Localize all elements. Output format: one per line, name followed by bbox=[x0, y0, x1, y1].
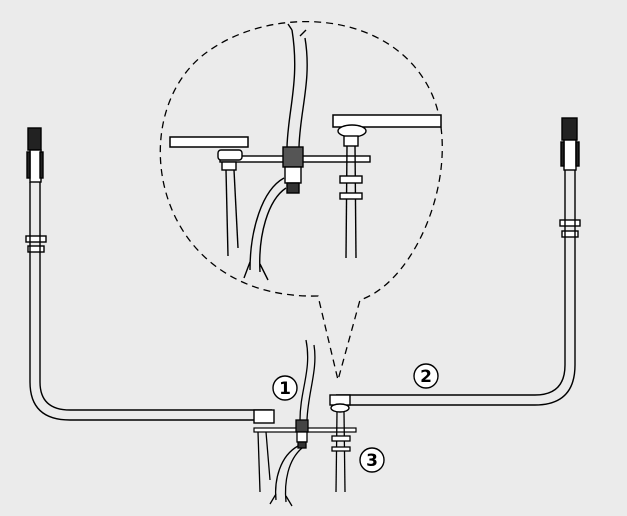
right-pipe bbox=[336, 170, 576, 406]
right-clamp bbox=[559, 219, 581, 238]
callout-2-label: 2 bbox=[420, 367, 432, 387]
left-panel-end bbox=[253, 409, 275, 424]
detail-right-panel bbox=[332, 114, 442, 128]
detail-center-connector bbox=[243, 23, 308, 281]
right-fitting-stem bbox=[331, 411, 351, 493]
right-top-connector bbox=[560, 117, 580, 171]
detail-left-fitting bbox=[217, 149, 243, 257]
left-top-connector bbox=[26, 127, 44, 183]
right-panel-end bbox=[329, 394, 351, 413]
left-pipe bbox=[29, 182, 272, 421]
detail-right-fitting bbox=[337, 124, 367, 259]
callout-3-label: 3 bbox=[366, 451, 378, 471]
detail-left-panel bbox=[169, 136, 249, 148]
callout-1-label: 1 bbox=[279, 379, 291, 399]
callout-1: 1 bbox=[272, 375, 298, 401]
left-clamp bbox=[25, 235, 47, 253]
detail-bubble bbox=[159, 20, 443, 381]
left-fitting-stems bbox=[257, 431, 271, 493]
center-connector bbox=[269, 339, 316, 507]
callout-2: 2 bbox=[413, 363, 439, 389]
callout-3: 3 bbox=[359, 447, 385, 473]
